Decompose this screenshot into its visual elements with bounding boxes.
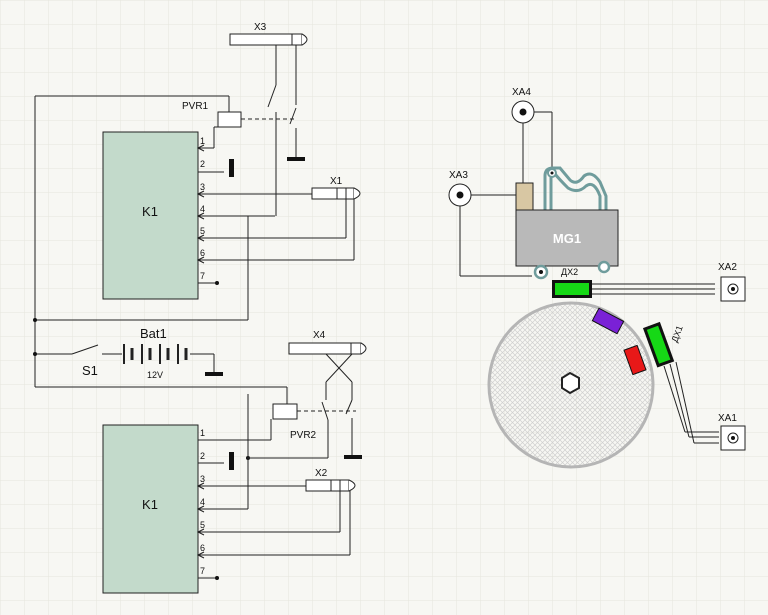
- svg-text:5: 5: [200, 226, 205, 236]
- relay-label: PVR2: [290, 430, 317, 441]
- relay-pvr2-wiring: [247, 394, 356, 509]
- terminal-xa4[interactable]: XA4: [511, 87, 535, 124]
- terminal-xa2[interactable]: XA2: [718, 262, 746, 302]
- x2-wiring: [339, 491, 351, 555]
- svg-text:1: 1: [200, 428, 205, 438]
- motor-mg1[interactable]: MG1: [515, 166, 619, 280]
- svg-text:1: 1: [200, 136, 205, 146]
- junction-dot: [215, 576, 219, 580]
- svg-text:2: 2: [200, 451, 205, 461]
- terminal-label: XA4: [512, 87, 531, 98]
- svg-text:3: 3: [200, 182, 205, 192]
- pin-arrows-top: [196, 144, 205, 264]
- svg-text:6: 6: [200, 543, 205, 553]
- svg-text:5: 5: [200, 520, 205, 530]
- battery-bat1[interactable]: Bat1 12V: [123, 326, 188, 380]
- ground-symbol: [287, 157, 305, 161]
- sensor-label: ДХ2: [561, 267, 578, 277]
- magnet-purple: [591, 307, 625, 335]
- connector-x2[interactable]: X2: [305, 468, 356, 492]
- controller-pins-top: [198, 147, 354, 284]
- junction-dot: [33, 318, 37, 322]
- motor-wiring: [459, 111, 553, 277]
- ground-symbol: [229, 159, 234, 177]
- x1-wiring: [345, 199, 355, 260]
- connector-x1[interactable]: X1: [311, 176, 361, 200]
- magnet-red: [623, 344, 647, 376]
- battery-wiring: [35, 344, 215, 372]
- switch-s1[interactable]: S1: [82, 363, 98, 378]
- svg-text:2: 2: [200, 159, 205, 169]
- terminal-xa1[interactable]: XA1: [718, 413, 746, 451]
- rotor-disk[interactable]: [487, 301, 655, 469]
- controller-pins-bottom: [198, 439, 350, 579]
- controller-label: K1: [142, 497, 158, 512]
- svg-text:3: 3: [200, 474, 205, 484]
- connector-label: X4: [313, 330, 326, 341]
- pin-numbers-bottom: 1 2 3 4 5 6 7: [200, 428, 205, 576]
- svg-text:4: 4: [200, 204, 205, 214]
- controller-block-top[interactable]: K1: [102, 131, 199, 300]
- controller-label: K1: [142, 204, 158, 219]
- junction-dot: [33, 352, 37, 356]
- relay-label: PVR1: [182, 101, 209, 112]
- junction-dot: [215, 281, 219, 285]
- terminal-label: XA3: [449, 170, 468, 181]
- svg-text:6: 6: [200, 248, 205, 258]
- pin-arrows-bottom: [196, 482, 205, 559]
- pin-numbers-top: 1 2 3 4 5 6 7: [200, 136, 205, 281]
- connector-label: X2: [315, 468, 328, 479]
- switch-contacts-bottom: [325, 353, 353, 456]
- svg-text:4: 4: [200, 497, 205, 507]
- switch-label: S1: [82, 363, 98, 378]
- svg-text:7: 7: [200, 271, 205, 281]
- terminal-label: XA2: [718, 262, 737, 273]
- connector-x4[interactable]: X4: [288, 330, 367, 355]
- ground-symbol: [344, 455, 362, 459]
- bottom-supply-wiring: [35, 386, 288, 404]
- connector-x3[interactable]: X3: [229, 22, 308, 46]
- battery-label: Bat1: [140, 326, 167, 341]
- connector-label: X1: [330, 176, 343, 187]
- hall-sensor-dx2[interactable]: ДХ2: [552, 267, 592, 298]
- ground-symbol: [205, 372, 223, 376]
- terminal-label: XA1: [718, 413, 737, 424]
- terminal-xa3[interactable]: XA3: [448, 170, 472, 207]
- connector-label: X3: [254, 22, 267, 33]
- battery-voltage: 12V: [147, 370, 163, 380]
- motor-label: MG1: [553, 231, 581, 246]
- relay-pvr1-wiring: [34, 95, 296, 387]
- dx2-wiring: [592, 283, 715, 295]
- svg-text:7: 7: [200, 566, 205, 576]
- dx1-wiring: [663, 361, 719, 444]
- switch-contacts-top: [267, 45, 297, 216]
- controller-block-bottom[interactable]: K1: [102, 424, 199, 594]
- ground-symbol: [229, 452, 234, 470]
